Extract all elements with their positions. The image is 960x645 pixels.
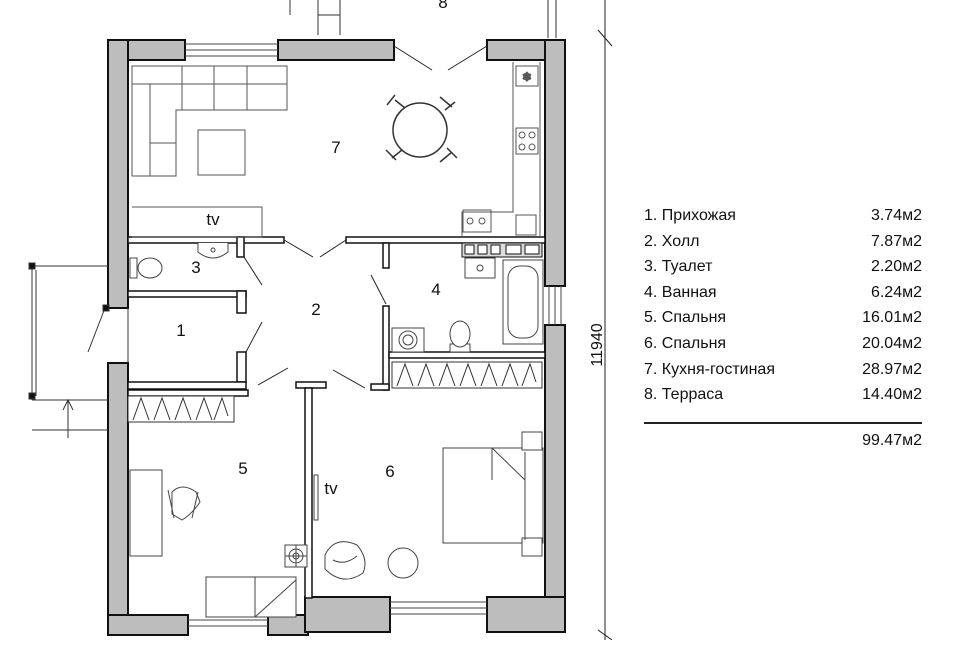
legend-room-area: 7.87м2	[870, 232, 922, 250]
legend-room-name: 6. Спальня	[644, 334, 727, 352]
legend-row: 8. Терраса 14.40м2	[644, 382, 922, 408]
terrace-door	[393, 45, 488, 71]
room-number-5: 5	[238, 459, 247, 478]
legend-room-name: 1. Прихожая	[644, 207, 736, 224]
dining-table	[385, 94, 458, 163]
legend-room-area: 2.20м2	[870, 258, 922, 276]
outer-walls	[107, 39, 566, 636]
wardrobe-bedroom-5	[127, 395, 235, 423]
bedroom-5-furniture	[129, 469, 308, 618]
dimension-line	[597, 0, 613, 641]
legend-room-name: 2. Холл	[644, 232, 700, 250]
room-labels: 1 2 3 4 5 6 7 8	[176, 0, 447, 481]
legend-room-name: 7. Кухня-гостиная	[644, 360, 775, 378]
room-number-6: 6	[385, 462, 394, 481]
kitchen-counter: ❄	[461, 62, 541, 237]
tv-labels: tv tv	[206, 210, 338, 498]
legend-room-area: 3.74м2	[870, 207, 922, 224]
bedroom-6-furniture	[313, 431, 544, 580]
toilet-room	[129, 243, 229, 279]
legend-room-name: 5. Спальня	[644, 309, 727, 327]
terrace-top	[289, 0, 557, 38]
wardrobe-bedroom-6	[391, 361, 543, 389]
legend-row: 7. Кухня-гостиная 28.97м2	[644, 357, 922, 383]
legend-room-name: 8. Терраса	[644, 386, 724, 404]
legend-total: 99.47м2	[862, 431, 922, 449]
sofa	[131, 65, 288, 238]
bathroom-fixtures	[391, 257, 544, 353]
legend-room-area: 28.97м2	[862, 360, 922, 378]
legend-row: 4. Ванная 6.24м2	[644, 280, 922, 306]
room-number-3: 3	[191, 258, 200, 277]
appliance-strip	[461, 242, 543, 258]
entrance-porch	[28, 262, 129, 438]
legend-row: 1. Прихожая 3.74м2	[644, 203, 922, 229]
tv-label: tv	[324, 479, 338, 498]
room-number-7: 7	[331, 138, 340, 157]
legend-room-name: 4. Ванная	[644, 283, 717, 301]
legend-row: 2. Холл 7.87м2	[644, 229, 922, 255]
room-number-8: 8	[438, 0, 447, 12]
svg-text:❄: ❄	[522, 70, 532, 84]
legend-rows: 1. Прихожая 3.74м2 2. Холл 7.87м2 3. Туалет 2…	[644, 203, 922, 408]
legend-row: 3. Туалет 2.20м2	[644, 254, 922, 280]
legend-room-area: 20.04м2	[862, 334, 922, 352]
windows	[185, 43, 562, 627]
room-number-4: 4	[431, 280, 440, 299]
area-legend: 1. Прихожая 3.74м2 2. Холл 7.87м2 3. Туалет 2…	[644, 203, 922, 450]
dimension-label: 11940	[589, 323, 606, 366]
room-number-1: 1	[176, 321, 185, 340]
legend-room-area: 14.40м2	[862, 386, 922, 404]
tv-label: tv	[206, 210, 220, 229]
room-number-2: 2	[311, 300, 320, 319]
legend-room-name: 3. Туалет	[644, 258, 713, 276]
legend-divider	[644, 421, 922, 424]
legend-row: 5. Спальня 16.01м2	[644, 305, 922, 331]
door-swings	[243, 239, 387, 389]
legend-row: 6. Спальня 20.04м2	[644, 331, 922, 357]
legend-room-area: 6.24м2	[870, 283, 922, 301]
legend-room-area: 16.01м2	[862, 309, 922, 327]
